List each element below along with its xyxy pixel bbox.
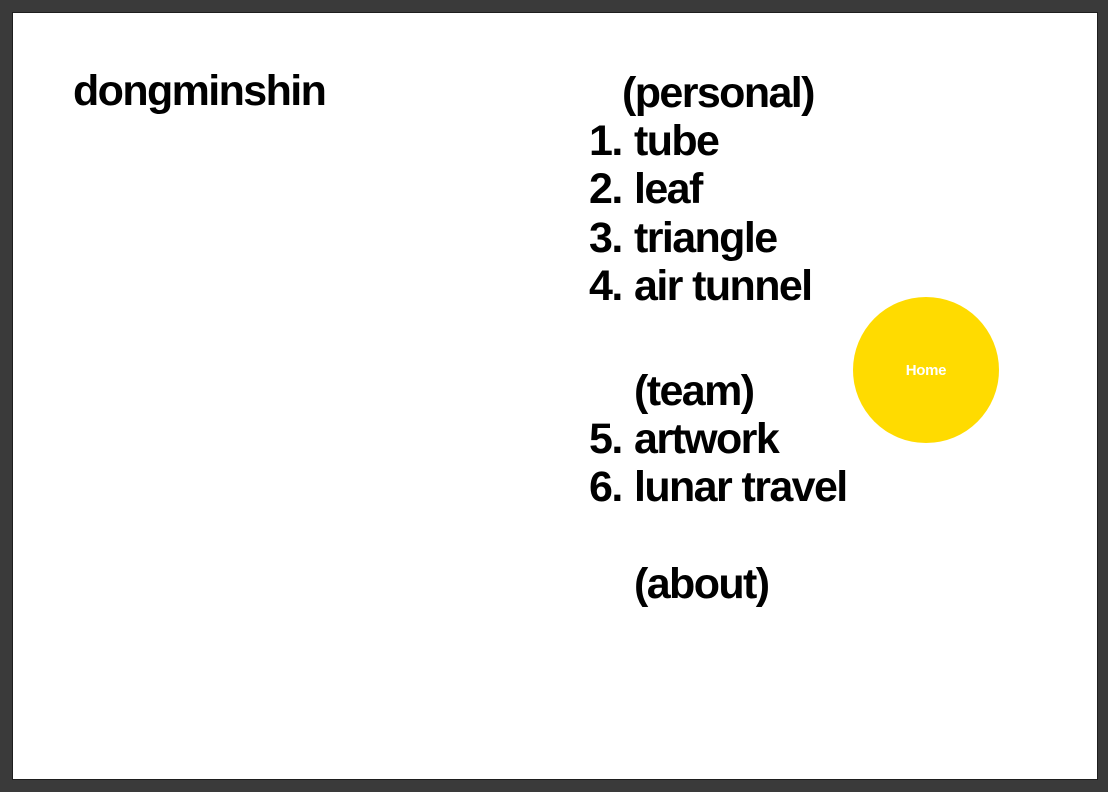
nav-item-label: triangle [634,214,778,262]
about-link[interactable]: (about) [634,560,770,608]
personal-heading: (personal) [622,69,815,117]
nav-item-label: artwork [634,415,780,463]
nav-item-tube[interactable]: 1.tube [589,117,720,165]
page-canvas: dongminshin (personal) 1.tube 2.leaf 3.t… [12,12,1098,780]
nav-item-number: 3. [589,214,623,262]
nav-item-leaf[interactable]: 2.leaf [589,165,703,213]
nav-item-number: 2. [589,165,623,213]
nav-item-lunar-travel[interactable]: 6.lunar travel [589,463,848,511]
nav-item-number: 4. [589,262,623,310]
nav-item-air-tunnel[interactable]: 4.air tunnel [589,262,813,310]
nav-item-label: lunar travel [634,463,848,511]
nav-item-number: 1. [589,117,623,165]
nav-item-label: leaf [634,165,703,213]
site-name: dongminshin [73,67,327,115]
nav-item-label: air tunnel [634,262,813,310]
nav-item-triangle[interactable]: 3.triangle [589,214,778,262]
team-heading: (team) [634,367,755,415]
home-button[interactable]: Home [853,297,999,443]
nav-item-number: 5. [589,415,623,463]
nav-item-artwork[interactable]: 5.artwork [589,415,780,463]
home-button-label: Home [905,361,947,379]
nav-item-number: 6. [589,463,623,511]
nav-item-label: tube [634,117,720,165]
